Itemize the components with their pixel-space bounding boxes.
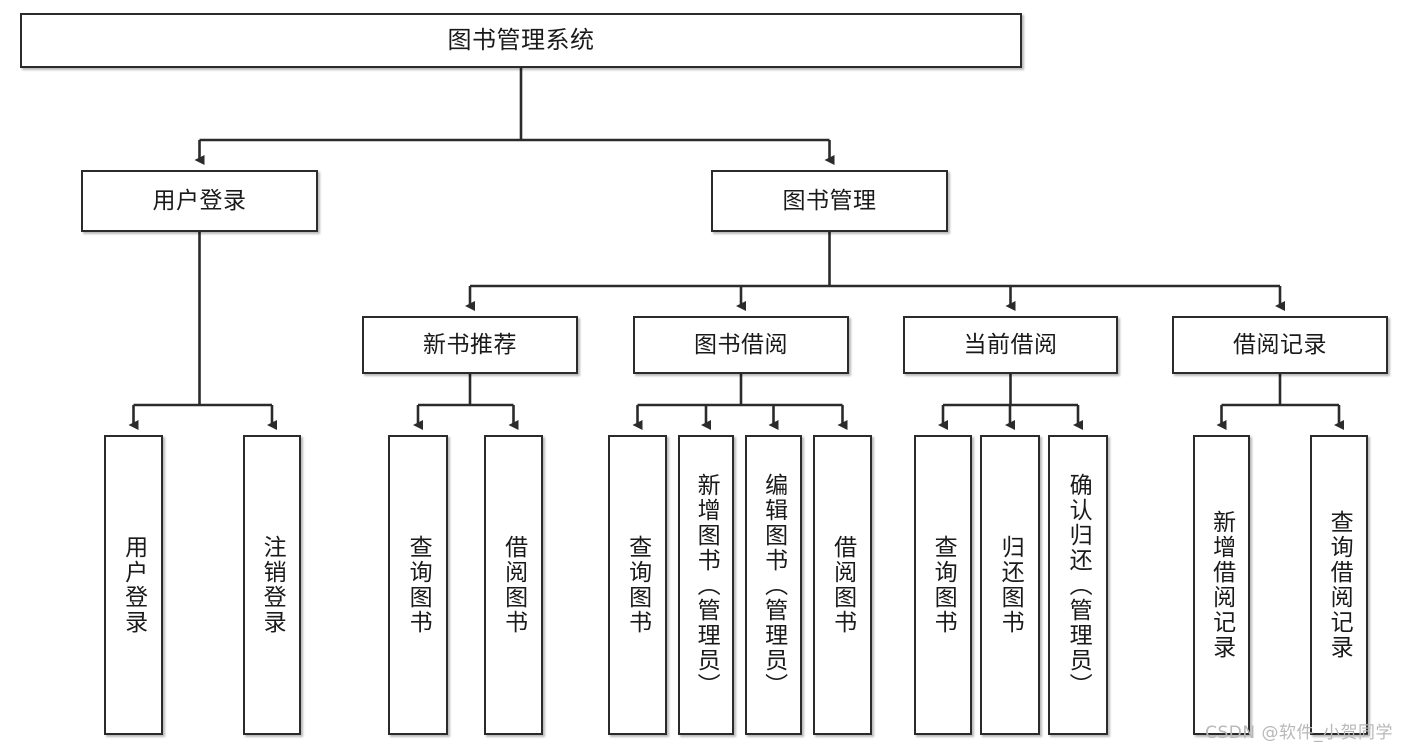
- node-label: 借阅图书: [829, 535, 856, 635]
- node-leaf-8[interactable]: 查询图书: [914, 435, 972, 735]
- node-label: 借阅记录: [1233, 331, 1327, 358]
- csdn-watermark: CSDN @软件_小贺同学: [1205, 723, 1393, 743]
- node-label: 借阅图书: [500, 535, 527, 635]
- node-leaf-11[interactable]: 新增借阅记录: [1193, 435, 1250, 735]
- node-leaf-12[interactable]: 查询借阅记录: [1310, 435, 1368, 735]
- node-label: 新书推荐: [423, 331, 517, 358]
- node-leaf-7[interactable]: 借阅图书: [813, 435, 872, 735]
- node-l1-1[interactable]: 图书管理: [711, 170, 948, 232]
- node-l1-0[interactable]: 用户登录: [81, 170, 318, 232]
- node-label: 用户登录: [152, 187, 247, 214]
- node-label: 当前借阅: [963, 331, 1058, 358]
- node-label: 新增图书（管理员）: [693, 472, 720, 698]
- node-label: 图书管理系统: [447, 25, 595, 54]
- node-label: 查询图书: [405, 535, 432, 635]
- node-label: 图书管理: [782, 187, 877, 214]
- node-label: 查询借阅记录: [1326, 510, 1353, 660]
- node-leaf-1[interactable]: 注销登录: [243, 435, 301, 735]
- node-label: 用户登录: [120, 535, 147, 635]
- node-leaf-0[interactable]: 用户登录: [104, 435, 163, 735]
- node-label: 确认归还（管理员）: [1065, 472, 1092, 698]
- node-label: 注销登录: [259, 535, 286, 635]
- node-label: 图书借阅: [694, 331, 788, 358]
- node-l2-2[interactable]: 当前借阅: [903, 316, 1118, 374]
- node-leaf-4[interactable]: 查询图书: [608, 435, 667, 735]
- node-l2-3[interactable]: 借阅记录: [1172, 316, 1388, 374]
- node-leaf-3[interactable]: 借阅图书: [484, 435, 543, 735]
- node-leaf-9[interactable]: 归还图书: [980, 435, 1040, 735]
- node-root[interactable]: 图书管理系统: [20, 13, 1022, 68]
- node-label: 查询图书: [930, 535, 957, 635]
- node-label: 查询图书: [624, 535, 651, 635]
- node-label: 归还图书: [997, 535, 1024, 635]
- node-leaf-10[interactable]: 确认归还（管理员）: [1048, 435, 1108, 735]
- node-leaf-5[interactable]: 新增图书（管理员）: [678, 435, 734, 735]
- node-l2-1[interactable]: 图书借阅: [633, 316, 849, 374]
- node-leaf-2[interactable]: 查询图书: [388, 435, 448, 735]
- node-label: 编辑图书（管理员）: [760, 472, 787, 698]
- node-l2-0[interactable]: 新书推荐: [362, 316, 578, 374]
- node-leaf-6[interactable]: 编辑图书（管理员）: [745, 435, 802, 735]
- node-label: 新增借阅记录: [1208, 510, 1235, 660]
